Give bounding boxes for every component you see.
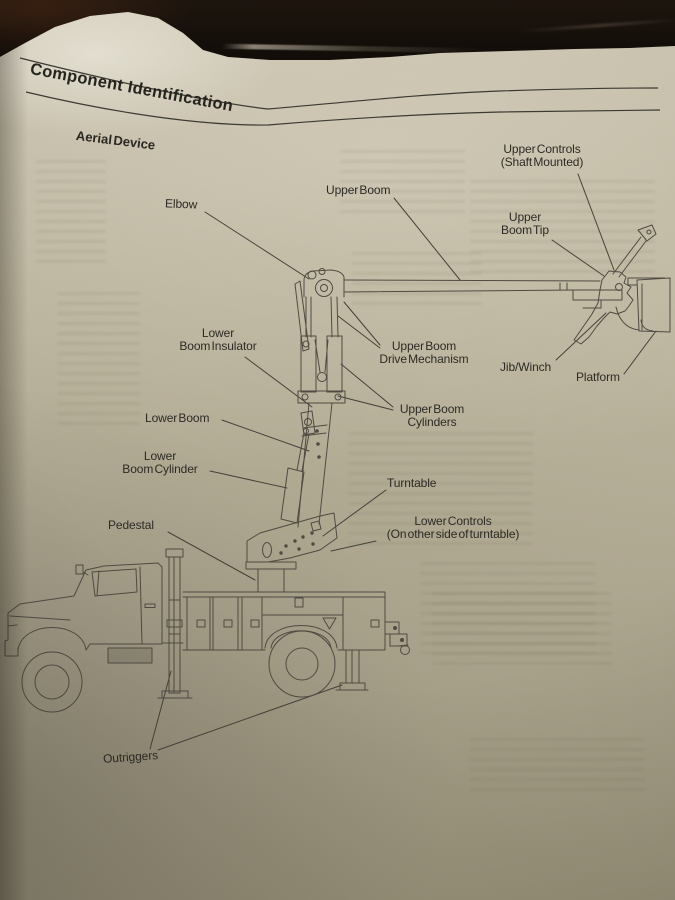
label-line: Upper <box>508 210 542 224</box>
truck-bed-drawing <box>161 591 410 698</box>
label-lower-boom-insulator: Lower Boom Insulator <box>170 327 266 352</box>
label-upper-boom-cylinders: Upper Boom Cylinders <box>392 403 472 428</box>
label-upper-boom: Upper Boom <box>326 183 391 197</box>
label-line: Boom Cylinder <box>122 461 198 476</box>
leader-lines <box>149 173 657 751</box>
label-upper-boom-drive-mechanism: Upper Boom Drive Mechanism <box>374 340 474 365</box>
label-upper-boom-tip: Upper Boom Tip <box>494 211 556 236</box>
table-edge-sheen <box>221 43 483 54</box>
label-elbow: Elbow <box>164 196 198 212</box>
label-pedestal: Pedestal <box>108 518 154 532</box>
table-edge-highlight <box>520 18 675 33</box>
upper-boom-drawing <box>343 279 623 309</box>
label-jib-winch: Jib/Winch <box>500 360 552 374</box>
label-line: Lower <box>143 449 177 463</box>
header-rules <box>19 57 661 126</box>
label-lower-boom: Lower Boom <box>145 411 210 425</box>
turntable-pedestal-drawing <box>245 512 338 593</box>
label-lower-controls: Lower Controls (On other side of turntab… <box>372 515 534 540</box>
lower-boom-drawing <box>280 402 333 528</box>
label-turntable: Turntable <box>387 476 437 490</box>
outriggers-drawing <box>157 548 369 699</box>
label-upper-controls: Upper Controls (Shaft Mounted) <box>492 143 592 168</box>
label-platform: Platform <box>576 370 620 384</box>
label-line: Upper Controls <box>503 142 581 156</box>
label-line: Lower Controls <box>414 514 492 528</box>
label-line: Boom Tip <box>501 222 549 237</box>
label-lower-boom-cylinder: Lower Boom Cylinder <box>112 450 208 475</box>
elbow-and-cylinders-drawing <box>294 268 346 404</box>
label-line: Cylinders <box>407 414 457 429</box>
boom-tip-platform-drawing <box>573 224 671 345</box>
label-line: Upper Boom <box>399 402 465 416</box>
label-line: Lower <box>201 326 235 340</box>
label-line: (Shaft Mounted) <box>500 154 584 169</box>
label-line: Boom Insulator <box>179 338 257 353</box>
label-line: Upper Boom <box>391 339 457 353</box>
truck-cab-drawing <box>4 562 163 713</box>
label-line: Drive Mechanism <box>379 351 469 366</box>
label-line: (On other side of turntable) <box>386 526 520 541</box>
